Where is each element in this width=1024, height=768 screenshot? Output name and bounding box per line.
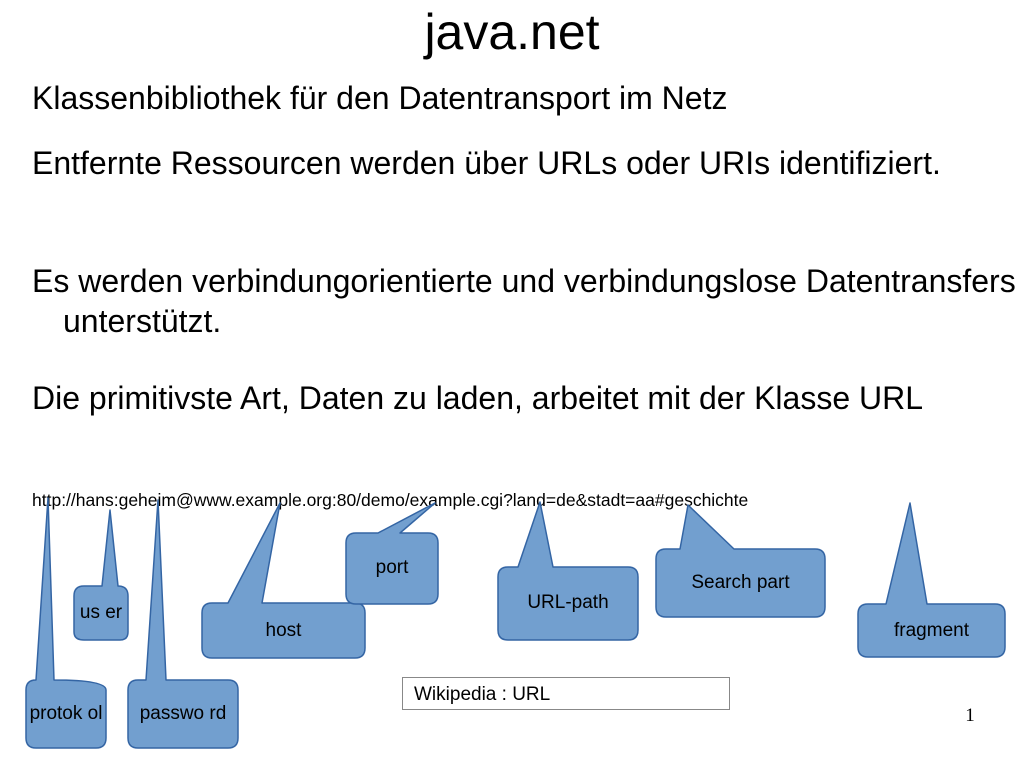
bullet-3: Es werden verbindungorientierte und verb… (32, 263, 1016, 339)
wikipedia-url-link[interactable]: Wikipedia : URL (402, 677, 730, 710)
callout-port-shape (345, 502, 439, 605)
callout-port-label: port (375, 557, 409, 578)
callout-password-label: passwo rd (139, 703, 227, 724)
callout-protocol-shape (25, 497, 107, 749)
callout-user-label: us er (79, 602, 123, 623)
callout-password-shape (127, 499, 239, 749)
page-number: 1 (965, 705, 975, 726)
callout-host-label: host (265, 620, 302, 641)
callout-search-part-shape (655, 504, 826, 618)
callout-url-path-shape (497, 501, 639, 641)
bullet-1: Klassenbibliothek für den Datentransport… (32, 80, 728, 116)
callout-user-shape (73, 509, 129, 641)
callout-url-path-label: URL-path (527, 592, 609, 613)
callout-fragment-label: fragment (894, 620, 969, 641)
bullet-2: Entfernte Ressourcen werden über URLs od… (32, 145, 941, 181)
callout-protocol-label: protok ol (29, 703, 103, 724)
callout-search-part-label: Search part (691, 572, 790, 593)
slide-title: java.net (424, 4, 600, 60)
callout-fragment-shape (857, 502, 1006, 658)
bullet-4: Die primitivste Art, Daten zu laden, arb… (32, 380, 924, 416)
example-url: http://hans:geheim@www.example.org:80/de… (32, 490, 749, 510)
